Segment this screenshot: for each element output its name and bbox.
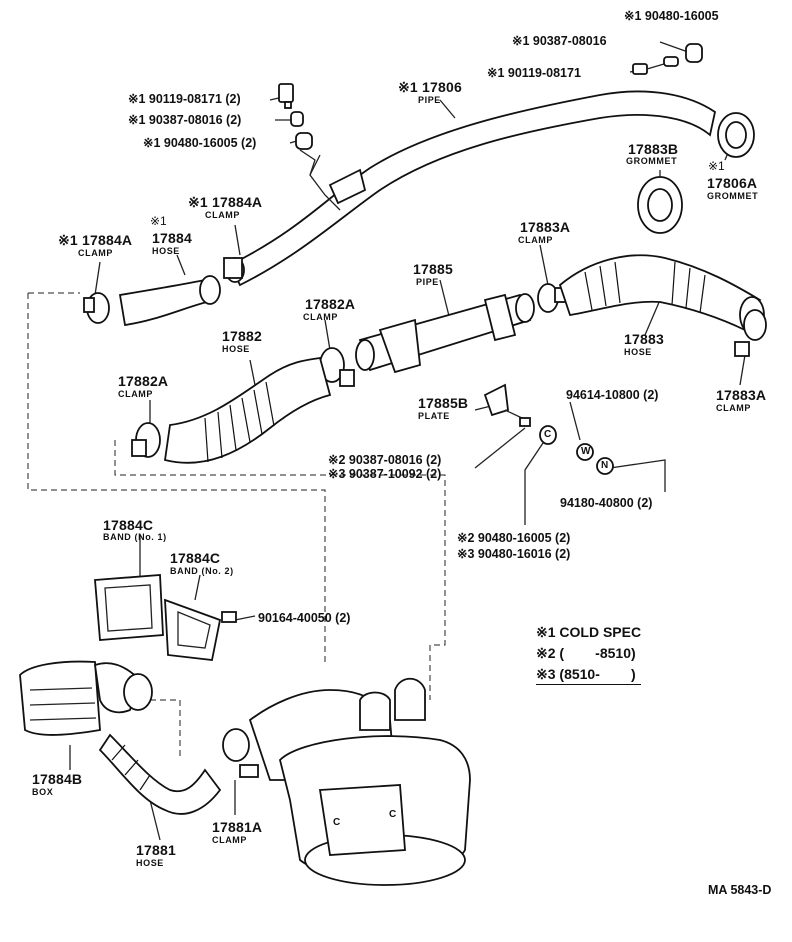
body-c-letter-2: C — [333, 817, 341, 828]
clamp-17882A-left — [131, 422, 161, 458]
label-plate-17885B: PLATE — [418, 411, 450, 421]
assembly-dashed-boundary — [100, 699, 181, 760]
label-17884B: 17884B — [32, 771, 83, 787]
label-pipe-17806: PIPE — [418, 95, 441, 105]
label-clamp-17882A-left: CLAMP — [118, 389, 153, 399]
label-17882A-left: 17882A — [118, 373, 169, 389]
hose-17882 — [163, 357, 332, 464]
box-17884B — [19, 660, 153, 736]
pipe-17885 — [355, 293, 535, 374]
label-90387-10092-m3: ※3 90387-10092 (2) — [328, 467, 442, 481]
nut-n-letter: N — [601, 460, 609, 471]
label-90387-08016-left: ※1 90387-08016 (2) — [128, 113, 242, 127]
collar-c-letter: C — [544, 429, 552, 440]
label-90119-08171-top: ※1 90119-08171 — [487, 66, 581, 80]
label-17881: 17881 — [136, 842, 176, 858]
label-17885B: 17885B — [418, 395, 469, 411]
label-clamp-17883A-top: CLAMP — [518, 235, 553, 245]
air-silencer-body — [248, 677, 471, 886]
label-17884A-top: ※1 17884A — [188, 194, 263, 210]
grommet-17883B — [637, 176, 683, 234]
washer-w — [576, 443, 594, 461]
label-90119-08171-left: ※1 90119-08171 (2) — [128, 92, 241, 106]
label-hose-17882: HOSE — [222, 344, 250, 354]
label-94614-10800: 94614-10800 (2) — [566, 388, 659, 402]
label-90480-16005-top: ※1 90480-16005 — [624, 9, 719, 23]
grommet-17806A — [717, 112, 755, 158]
clamp-17881A — [222, 728, 259, 778]
label-17806: ※1 17806 — [398, 79, 462, 95]
label-17882: 17882 — [222, 328, 262, 344]
label-17883B: 17883B — [628, 141, 679, 157]
label-90480-16005-left: ※1 90480-16005 (2) — [143, 136, 257, 150]
label-hose-17881: HOSE — [136, 858, 164, 868]
pipe-17806 — [228, 90, 717, 287]
spec-legend: ※1 COLD SPEC ※2 ( -8510) ※3 (8510- ) — [536, 624, 642, 685]
label-17884C-band1: 17884C — [103, 517, 154, 533]
label-hose-17884: HOSE — [152, 246, 180, 256]
label-17884A-left: ※1 17884A — [58, 232, 133, 248]
label-94180-40800: 94180-40800 (2) — [560, 496, 653, 510]
screw-90164 — [221, 611, 237, 623]
band-17884C-no2 — [164, 598, 222, 661]
label-band-no1: BAND (No. 1) — [103, 532, 167, 542]
label-17881A: 17881A — [212, 819, 263, 835]
label-clamp-17883A-right: CLAMP — [716, 403, 751, 413]
label-90387-08016-m2: ※2 90387-08016 (2) — [328, 453, 442, 467]
assembly-dashed-boundary — [27, 293, 326, 665]
label-box-17884B: BOX — [32, 787, 54, 797]
label-grommet-17806A: GROMMET — [707, 191, 759, 201]
assembly-dashed-boundary — [114, 440, 446, 700]
label-90387-08016-top: ※1 90387-08016 — [512, 34, 607, 48]
label-17885: 17885 — [413, 261, 453, 277]
clamp-17884A-left — [83, 292, 110, 324]
hose-17881 — [98, 733, 222, 815]
legend-line-1: ※1 COLD SPEC — [536, 624, 642, 640]
band-17884C-no1 — [94, 574, 164, 641]
washer-w-letter: W — [581, 446, 592, 457]
label-clamp-17884A-top: CLAMP — [205, 210, 240, 220]
bolt-grommet-set-left — [278, 83, 313, 150]
label-90164-40050: 90164-40050 (2) — [258, 611, 351, 625]
clamp-17882A-top — [319, 347, 355, 387]
label-17806A: 17806A — [707, 175, 758, 191]
label-17884: 17884 — [152, 230, 192, 246]
hose-17883 — [558, 254, 765, 334]
label-17882A-top: 17882A — [305, 296, 356, 312]
clamp-17884A-top — [223, 257, 243, 279]
nut-n — [596, 457, 614, 475]
plate-17885B — [483, 383, 557, 445]
diagram-reference: MA 5843-D — [708, 883, 772, 897]
label-17883: 17883 — [624, 331, 664, 347]
label-band-no2: BAND (No. 2) — [170, 566, 234, 576]
clamp-17883A-right — [734, 309, 767, 357]
label-17883A-right: 17883A — [716, 387, 767, 403]
legend-line-2: ※2 ( -8510) — [536, 645, 636, 661]
label-90480-16005-m2: ※2 90480-16005 (2) — [457, 531, 571, 545]
label-clamp-17882A-top: CLAMP — [303, 312, 338, 322]
label-mark-17884: ※1 — [150, 214, 167, 228]
label-clamp-17881A: CLAMP — [212, 835, 247, 845]
label-mark-17806A: ※1 — [708, 159, 725, 173]
label-pipe-17885: PIPE — [416, 277, 439, 287]
label-90480-16016-m3: ※3 90480-16016 (2) — [457, 547, 571, 561]
label-hose-17883: HOSE — [624, 347, 652, 357]
label-grommet-17883B: GROMMET — [626, 156, 678, 166]
label-clamp-17884A-left: CLAMP — [78, 248, 113, 258]
legend-line-3: ※3 (8510- ) — [536, 666, 642, 685]
label-17883A-top: 17883A — [520, 219, 571, 235]
body-c-letter-1: C — [389, 809, 397, 820]
bolt-grommet-set-top — [632, 43, 703, 75]
label-17884C-band2: 17884C — [170, 550, 221, 566]
